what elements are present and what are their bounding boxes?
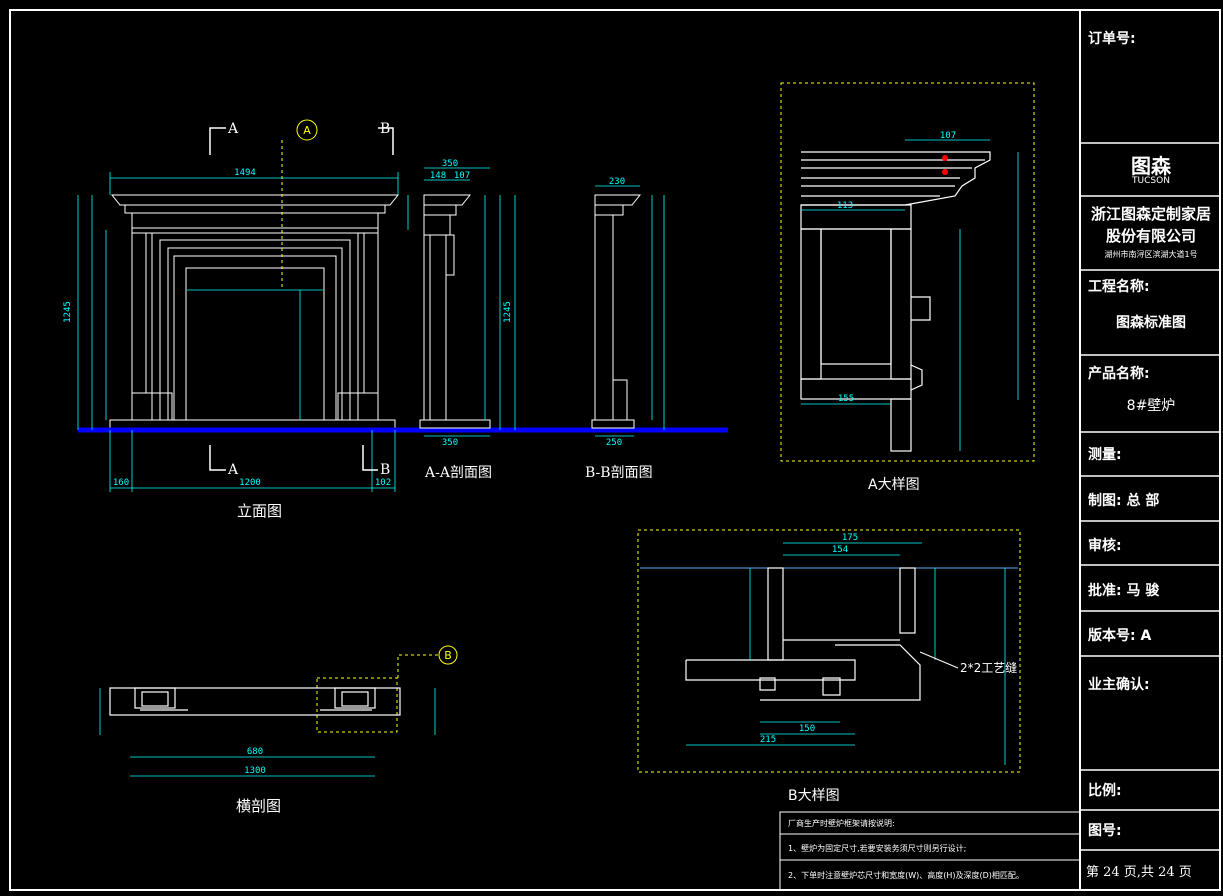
label-detail-b: B大样图 — [788, 788, 840, 804]
plan-leader — [397, 654, 440, 678]
seam-label: 2*2工艺缝 — [960, 660, 1017, 675]
section-aa-dims — [424, 167, 516, 437]
dim-detail-b-low: 215 — [760, 735, 776, 745]
label-section-bb: B-B剖面图 — [585, 465, 653, 481]
circle-marker-b-text: B — [444, 649, 452, 662]
cut-b-top: B — [380, 121, 390, 137]
scale-label: 比例: — [1088, 783, 1122, 799]
dim-detail-a-top: 107 — [940, 131, 956, 141]
detail-b-frame — [637, 529, 1021, 773]
version-label: 版本号: A — [1088, 628, 1152, 644]
dim-bb-base: 250 — [606, 438, 622, 448]
page-count: 第 24 页,共 24 页 — [1086, 865, 1192, 880]
product-label: 产品名称: — [1088, 366, 1150, 382]
detail-b-view — [685, 567, 921, 701]
section-bb-dims — [595, 185, 665, 437]
drafter-label: 制图: 总 部 — [1088, 493, 1160, 509]
owner-confirm-label: 业主确认: — [1088, 677, 1150, 693]
circle-marker-a — [296, 119, 318, 141]
label-detail-a: A大样图 — [868, 477, 920, 493]
cut-b-bottom: B — [380, 462, 390, 478]
dim-elev-left: 160 — [113, 478, 129, 488]
drawing-border — [9, 9, 1221, 891]
circle-marker-a-text: A — [303, 124, 311, 137]
title-block-grid — [1080, 142, 1220, 851]
dim-detail-b-top2: 154 — [832, 545, 848, 555]
survey-label: 测量: — [1088, 447, 1122, 463]
detail-a-view — [800, 151, 991, 452]
approve-label: 批准: 马 骏 — [1088, 583, 1160, 599]
company-address: 湖州市南浔区滨湖大道1号 — [1104, 250, 1198, 259]
company-name-line2: 股份有限公司 — [1105, 227, 1196, 245]
dim-aa-top1: 148 — [430, 171, 446, 181]
project-label: 工程名称: — [1088, 279, 1150, 295]
product-value: 8#壁炉 — [1126, 398, 1176, 414]
review-label: 审核: — [1088, 538, 1122, 554]
dim-elev-inner: 1200 — [239, 478, 261, 488]
dim-plan-mid: 680 — [247, 747, 263, 757]
elevation-view — [109, 194, 400, 429]
dim-bb-top: 230 — [609, 177, 625, 187]
dim-detail-a-mid: 113 — [837, 201, 853, 211]
dim-plan-total: 1300 — [244, 766, 266, 776]
dim-aa-height: 1245 — [503, 301, 513, 323]
section-bb-view — [591, 194, 642, 429]
label-plan: 横剖图 — [236, 797, 282, 815]
company-logo-en: TUCSON — [1132, 176, 1170, 186]
cut-a-bottom: A — [227, 462, 239, 478]
dim-detail-b-top: 175 — [842, 533, 858, 543]
notes-title: 厂商生产时壁炉框架请按说明: — [788, 819, 895, 828]
plan-view — [109, 687, 401, 716]
dim-elev-right: 102 — [375, 478, 391, 488]
detail-a-mark — [942, 155, 948, 161]
detail-a-frame — [780, 82, 1035, 462]
detail-a-mark — [942, 169, 948, 175]
plan-detail-box — [316, 677, 398, 733]
cut-a-top: A — [227, 121, 239, 137]
detail-a-dims — [801, 139, 1019, 451]
seam-leader — [919, 651, 959, 669]
detail-b-dims — [686, 542, 936, 746]
dim-aa-base: 350 — [442, 438, 458, 448]
company-name-line1: 浙江图森定制家居 — [1090, 205, 1211, 223]
dim-aa-top2: 107 — [454, 171, 470, 181]
label-section-aa: A-A剖面图 — [425, 465, 492, 481]
notes-line-2: 2、下单时注意壁炉芯尺寸和宽度(W)、高度(H)及深度(D)相匹配。 — [788, 871, 1024, 880]
circle-marker-b — [438, 645, 458, 665]
company-logo: 图森 — [1131, 154, 1171, 178]
dim-elev-height: 1245 — [63, 301, 73, 323]
elevation-dimensions — [77, 172, 409, 492]
label-elevation: 立面图 — [237, 502, 283, 520]
plan-dims — [99, 688, 436, 777]
dim-aa-depth: 350 — [442, 159, 458, 169]
drawing-number-label: 图号: — [1088, 823, 1122, 839]
dim-detail-b-mid: 150 — [799, 724, 815, 734]
section-aa-view — [419, 194, 491, 429]
cut-markers — [209, 127, 394, 471]
project-value: 图森标准图 — [1116, 315, 1186, 331]
notes-box — [779, 811, 1081, 891]
dim-detail-a-low: 155 — [838, 394, 854, 404]
dim-elev-width: 1494 — [234, 168, 256, 178]
notes-line-1: 1、壁炉为固定尺寸,若要安装务须尺寸则另行设计; — [788, 844, 967, 853]
order-number-label: 订单号: — [1088, 31, 1136, 47]
